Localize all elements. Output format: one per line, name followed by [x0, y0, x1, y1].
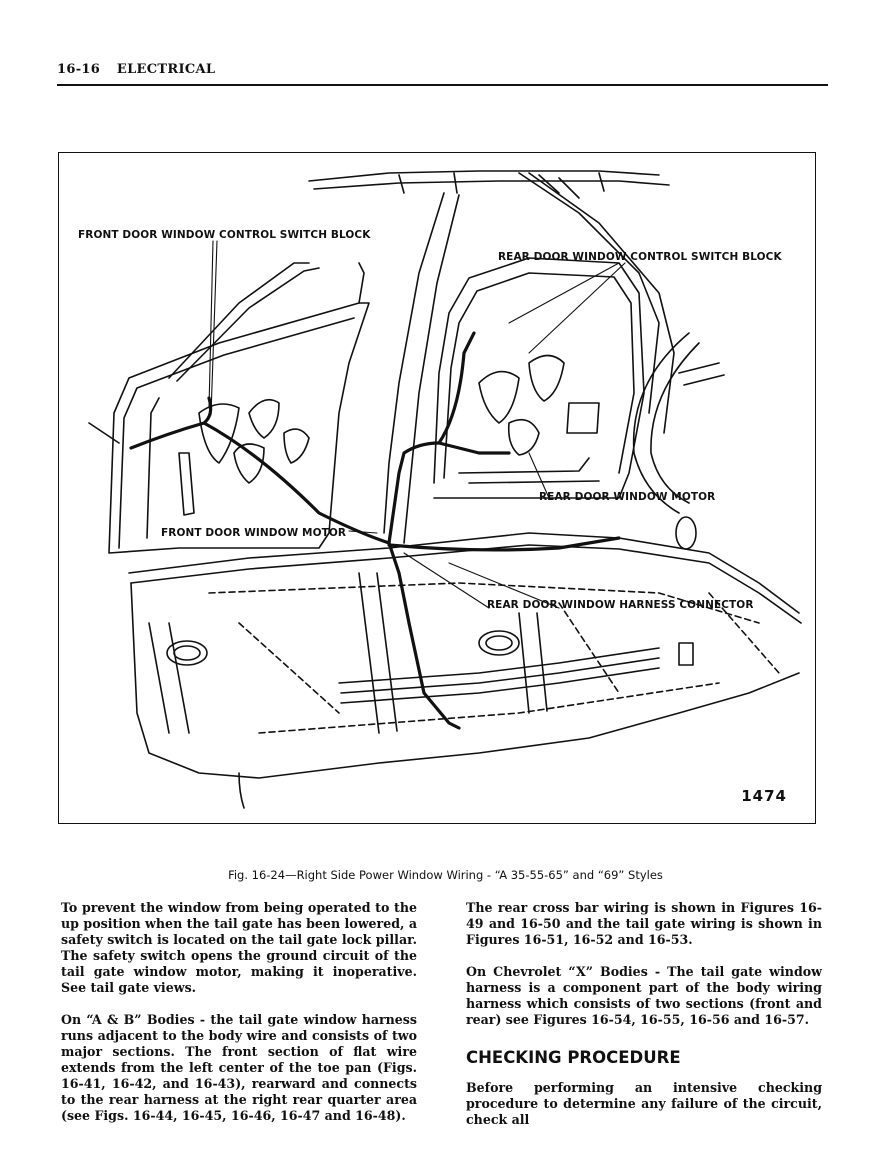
figure-number: 1474 — [741, 787, 787, 805]
page-header: 16-16 ELECTRICAL — [57, 62, 215, 77]
left-column: To prevent the window from being operate… — [61, 900, 417, 1140]
section-heading: CHECKING PROCEDURE — [466, 1048, 681, 1067]
wiring-figure: FRONT DOOR WINDOW CONTROL SWITCH BLOCK R… — [58, 152, 816, 824]
page-number: 16-16 — [57, 62, 101, 77]
figure-caption: Fig. 16-24—Right Side Power Window Wirin… — [228, 868, 663, 882]
paragraph: To prevent the window from being operate… — [61, 900, 417, 995]
callout-rear-switch-block: REAR DOOR WINDOW CONTROL SWITCH BLOCK — [498, 251, 782, 263]
callout-harness-connector: REAR DOOR WINDOW HARNESS CONNECTOR — [487, 599, 754, 611]
paragraph: On Chevrolet “X” Bodies - The tail gate … — [466, 964, 822, 1027]
header-rule — [57, 84, 828, 86]
callout-front-switch-block: FRONT DOOR WINDOW CONTROL SWITCH BLOCK — [78, 229, 371, 241]
paragraph: Before performing an intensive checking … — [466, 1080, 822, 1127]
right-column: The rear cross bar wiring is shown in Fi… — [466, 900, 822, 1144]
paragraph: The rear cross bar wiring is shown in Fi… — [466, 900, 822, 947]
callout-front-door-motor: FRONT DOOR WINDOW MOTOR — [161, 527, 347, 539]
wiring-illustration — [88, 170, 802, 809]
callout-rear-door-motor: REAR DOOR WINDOW MOTOR — [539, 491, 716, 503]
paragraph: On “A & B” Bodies - the tail gate window… — [61, 1012, 417, 1123]
section-title: ELECTRICAL — [116, 62, 216, 77]
